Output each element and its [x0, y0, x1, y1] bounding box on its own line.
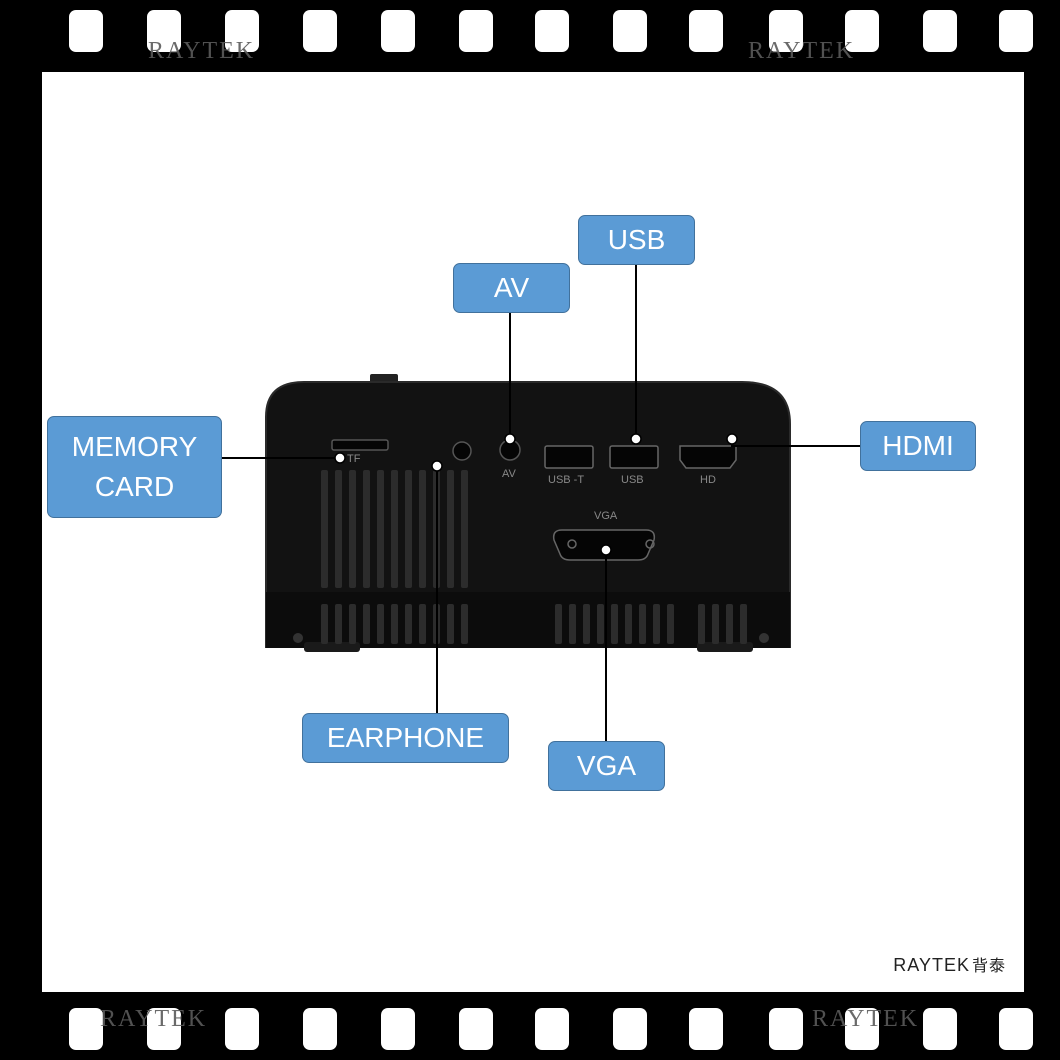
- film-perforation: [535, 10, 569, 52]
- earphone-dot: [431, 460, 443, 472]
- port-label-vga: VGA: [594, 510, 618, 522]
- port-label-av: AV: [502, 468, 517, 480]
- vent-slot: [391, 470, 398, 588]
- vent-slot: [611, 604, 618, 644]
- port-label-hd: HD: [700, 474, 716, 486]
- vent-slot: [639, 604, 646, 644]
- product-diagram-panel: TF AV USB -T USB HD VGA: [42, 72, 1024, 992]
- hdmi-callout: HDMI: [860, 421, 976, 471]
- usb-t-port: [544, 445, 594, 469]
- film-perforation: [459, 1008, 493, 1050]
- usb-callout: USB: [578, 215, 695, 265]
- vent-slot: [653, 604, 660, 644]
- film-watermark-logo: RAYTEK: [812, 1006, 920, 1032]
- film-perforation: [225, 10, 259, 52]
- film-perforation: [769, 1008, 803, 1050]
- vent-slot: [625, 604, 632, 644]
- vent-slot: [377, 604, 384, 644]
- film-perforation: [999, 1008, 1033, 1050]
- film-perforation: [613, 1008, 647, 1050]
- vent-slot: [726, 604, 733, 644]
- vent-slot: [597, 604, 604, 644]
- vga-dot: [600, 544, 612, 556]
- film-perforation: [613, 10, 647, 52]
- film-watermark-logo: RAYTEK: [148, 38, 256, 64]
- hdmi-dot: [726, 433, 738, 445]
- film-perforation: [147, 1008, 181, 1050]
- vent-slot: [447, 470, 454, 588]
- film-perforation: [303, 1008, 337, 1050]
- vent-slot: [363, 604, 370, 644]
- film-watermark-logo: RAYTEK: [748, 38, 856, 64]
- av-callout: AV: [453, 263, 570, 313]
- vent-slot: [419, 604, 426, 644]
- usb-dot: [630, 433, 642, 445]
- film-perforation: [69, 10, 103, 52]
- film-perforation: [381, 1008, 415, 1050]
- film-perforation: [147, 10, 181, 52]
- memory-card-slot: [331, 439, 389, 451]
- vent-slot: [712, 604, 719, 644]
- film-perforation: [689, 10, 723, 52]
- film-perforation: [69, 1008, 103, 1050]
- vent-slot: [349, 604, 356, 644]
- film-perforation: [999, 10, 1033, 52]
- film-perforation: [923, 10, 957, 52]
- vent-slot: [363, 470, 370, 588]
- film-watermark-logo: RAYTEK: [100, 1006, 208, 1032]
- vent-slot: [377, 470, 384, 588]
- vent-slot: [419, 470, 426, 588]
- film-perforation: [769, 10, 803, 52]
- film-perforation: [459, 10, 493, 52]
- memory-card-dot: [334, 452, 346, 464]
- film-perforation: [381, 10, 415, 52]
- earphone-jack: [452, 441, 472, 461]
- film-perforation: [689, 1008, 723, 1050]
- raytek-logo-text: RAYTEK: [893, 955, 970, 975]
- film-perforation: [535, 1008, 569, 1050]
- film-perforation: [845, 1008, 879, 1050]
- film-perforation: [225, 1008, 259, 1050]
- earphone-callout: EARPHONE: [302, 713, 509, 763]
- vent-slot: [391, 604, 398, 644]
- vent-slot: [405, 470, 412, 588]
- vent-slot: [321, 470, 328, 588]
- vent-slot: [321, 604, 328, 644]
- vent-slot: [740, 604, 747, 644]
- connector-dots: [334, 433, 738, 556]
- vent-slot: [698, 604, 705, 644]
- projector-body: [265, 374, 791, 652]
- usb-port: [609, 445, 659, 469]
- av-dot: [504, 433, 516, 445]
- vent-slot: [335, 470, 342, 588]
- projector-back-diagram: TF AV USB -T USB HD VGA: [220, 264, 860, 742]
- vga-callout: VGA: [548, 741, 665, 791]
- vent-slot: [583, 604, 590, 644]
- vent-slot: [349, 470, 356, 588]
- film-perforation: [845, 10, 879, 52]
- vent-slot: [569, 604, 576, 644]
- vent-slot: [461, 470, 468, 588]
- port-label-tf: TF: [347, 453, 361, 465]
- memory-card-callout: MEMORY CARD: [47, 416, 222, 518]
- film-perforation: [303, 10, 337, 52]
- hdmi-port: [679, 445, 737, 469]
- vent-slot: [555, 604, 562, 644]
- vent-slot: [405, 604, 412, 644]
- ventilation-grille: [321, 470, 747, 644]
- port-label-usb-t: USB -T: [548, 474, 584, 486]
- vent-slot: [447, 604, 454, 644]
- vent-slot: [461, 604, 468, 644]
- raytek-logo-cn: 背泰: [971, 956, 1006, 975]
- port-label-usb: USB: [621, 474, 644, 486]
- film-perforation: [923, 1008, 957, 1050]
- vent-slot: [667, 604, 674, 644]
- vent-slot: [335, 604, 342, 644]
